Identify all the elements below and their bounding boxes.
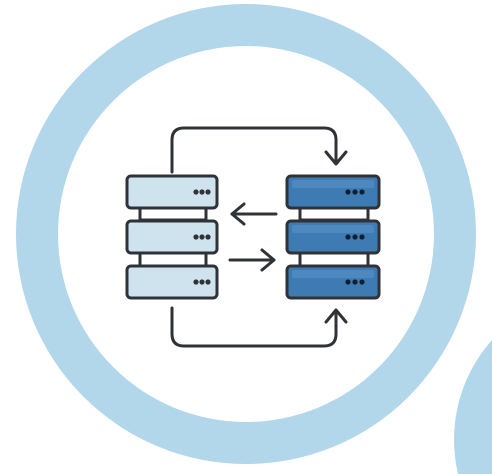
source-server-unit-1: [125, 174, 219, 210]
arrow-right-icon: [228, 248, 276, 272]
source-server-dots: [193, 189, 211, 285]
source-server-unit-2: [125, 219, 219, 255]
top-loop-arrow-icon: [170, 126, 348, 174]
target-server-stack-icon: [285, 174, 381, 300]
bottom-loop-arrow-icon: [170, 306, 348, 348]
source-server-unit-3: [125, 264, 219, 300]
background-ring: [16, 4, 492, 474]
target-server-dots: [345, 189, 365, 285]
arrow-left-icon: [230, 202, 278, 226]
source-server-stack-icon: [125, 174, 219, 300]
